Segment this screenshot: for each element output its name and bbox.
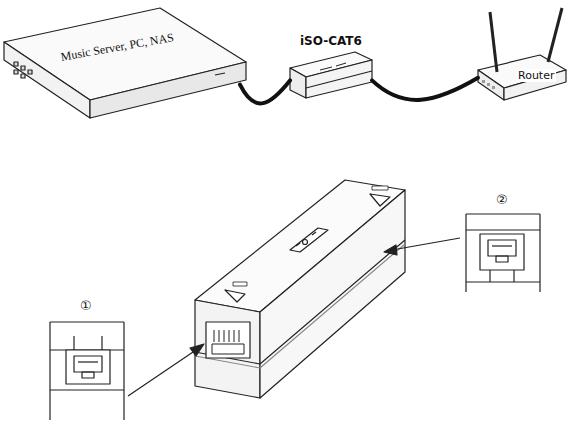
led bbox=[303, 240, 308, 245]
switch-panel bbox=[290, 228, 328, 252]
server-vent bbox=[215, 73, 225, 75]
device-side bbox=[306, 60, 372, 98]
device-label: Router bbox=[516, 69, 556, 82]
direction-mark bbox=[225, 290, 245, 302]
router-front bbox=[478, 70, 504, 100]
switch bbox=[296, 243, 300, 246]
device-mark bbox=[233, 282, 247, 286]
device-seam bbox=[195, 244, 405, 368]
device-front-face bbox=[195, 300, 260, 398]
device-side-face bbox=[260, 190, 405, 398]
server-side bbox=[90, 62, 246, 118]
arrowhead bbox=[190, 344, 204, 356]
isolator-device: iSO-CAT6 bbox=[290, 30, 372, 100]
pointer-arrow bbox=[392, 238, 460, 250]
switch bbox=[312, 232, 316, 235]
server-device: Music Server, PC, NAS bbox=[30, 30, 240, 100]
inset-jack-2 bbox=[466, 214, 540, 292]
rj45-pins bbox=[212, 330, 244, 354]
arrowhead bbox=[384, 245, 397, 255]
callout-number: ① bbox=[80, 298, 92, 313]
ethernet-cable bbox=[372, 78, 478, 100]
device-seam bbox=[306, 71, 372, 88]
device-mark bbox=[372, 186, 388, 190]
rj45-port bbox=[206, 322, 250, 358]
device-front bbox=[290, 68, 306, 98]
inset-jack-1 bbox=[50, 322, 124, 420]
router-antenna bbox=[548, 8, 562, 62]
ethernet-cable bbox=[240, 80, 290, 103]
router-side bbox=[504, 70, 566, 100]
device-label: iSO-CAT6 bbox=[298, 34, 364, 48]
device-marks bbox=[320, 63, 346, 70]
router-ports bbox=[482, 80, 495, 89]
device-seam bbox=[195, 240, 405, 364]
callout-number: ② bbox=[496, 192, 508, 207]
server-buttons bbox=[14, 62, 32, 78]
router-antenna bbox=[490, 12, 497, 72]
device-label: Music Server, PC, NAS bbox=[58, 30, 177, 65]
direction-mark bbox=[370, 194, 390, 206]
pointer-arrow bbox=[128, 350, 196, 396]
router-device: Router bbox=[478, 20, 573, 105]
